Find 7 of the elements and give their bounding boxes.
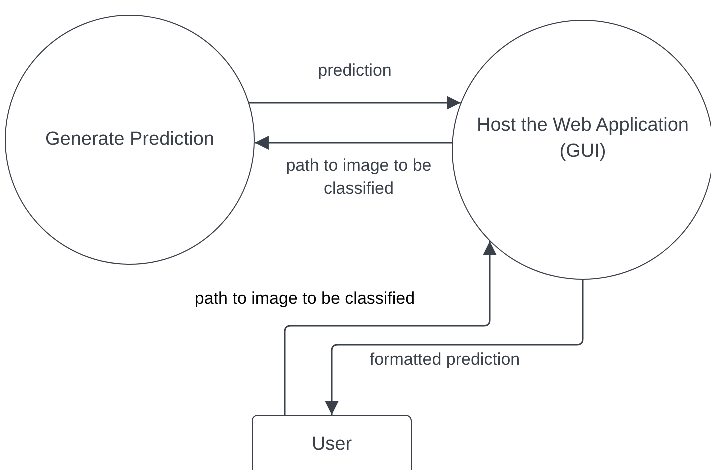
process-circle: Host the Web Application (GUI): [452, 20, 711, 280]
entity-box: User: [252, 415, 412, 470]
process-circle: Generate Prediction: [5, 15, 255, 265]
arrow: [249, 96, 461, 110]
arrow: [325, 280, 584, 415]
arrow: [254, 136, 452, 150]
arrow: [284, 242, 497, 415]
